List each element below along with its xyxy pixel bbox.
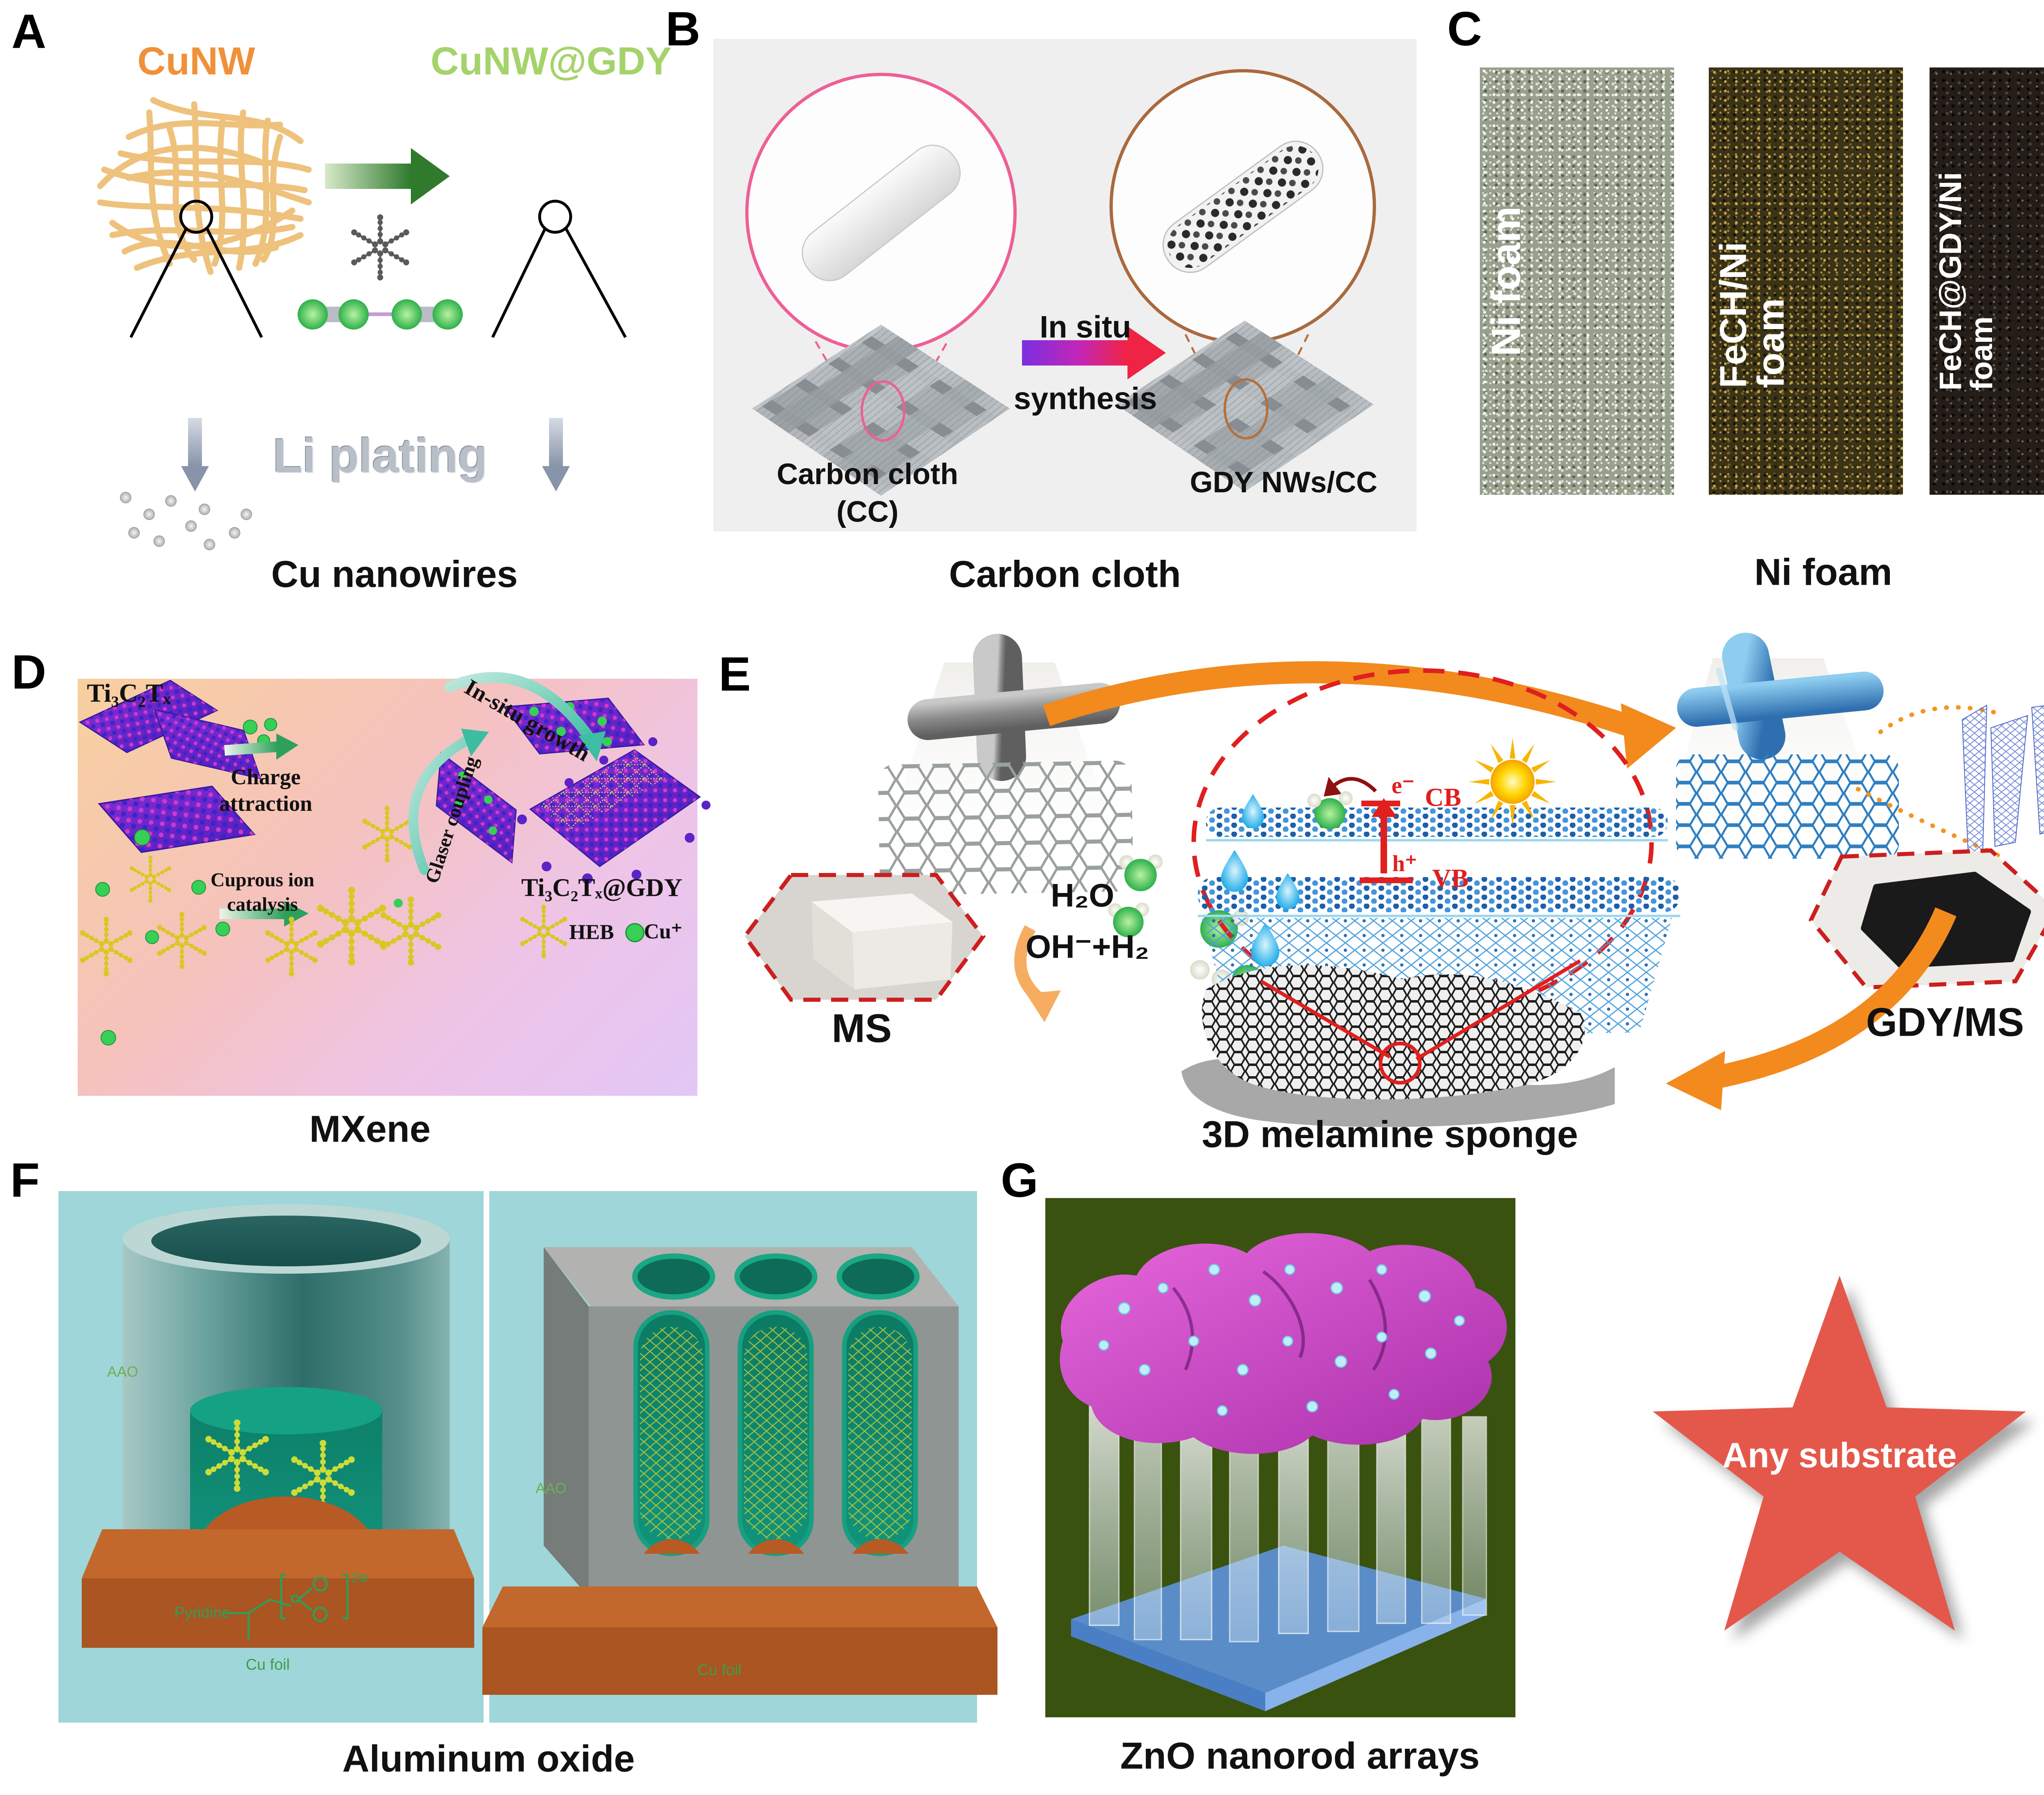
cuprous-ion-label-1: Cuprous ion xyxy=(211,869,314,891)
carbon-cloth-cc-label-2: (CC) xyxy=(836,496,899,528)
hole-label: h⁺ xyxy=(1392,851,1417,877)
sun-icon xyxy=(1469,738,1556,826)
panel-a-letter: A xyxy=(11,4,47,58)
cu-foil-label-left: Cu foil xyxy=(246,1656,290,1674)
panel-d-letter: D xyxy=(11,645,47,699)
gdy-ms-label: GDY/MS xyxy=(1866,999,2024,1045)
panel-a-caption: Cu nanowires xyxy=(271,553,518,595)
cunw-label: CuNW xyxy=(137,39,255,83)
panel-e-letter: E xyxy=(719,647,751,701)
ms-label: MS xyxy=(831,1005,892,1051)
li-plating-label: Li plating xyxy=(273,429,488,483)
cb-label: CB xyxy=(1425,783,1461,812)
ni-foam-strip-label: Ni foam xyxy=(1483,206,1529,356)
gdy-nws-cc-label: GDY NWs/CC xyxy=(1190,466,1378,499)
ti3c2tx-gdy-label: Ti₃C₂Tₓ@GDY xyxy=(521,874,682,902)
charge-attraction-label-2: attraction xyxy=(219,791,312,816)
ni-foam-photo: Ni foam xyxy=(1480,67,1674,495)
charge-attraction-label-1: Charge xyxy=(231,765,301,789)
aluminum-oxide-artwork xyxy=(58,1191,997,1723)
panel-c-caption: Ni foam xyxy=(1754,551,1892,593)
mxene-artwork xyxy=(75,672,710,1046)
cu-nanowires-artwork: .ballL .w1{stroke:#eec27c}.ballL .w2{str… xyxy=(0,0,666,555)
cu-plus-legend-label: Cu⁺ xyxy=(644,920,682,943)
gdy-nanowalls xyxy=(1961,705,2044,859)
cunw-gdy-label: CuNW@GDY xyxy=(430,39,672,83)
in-situ-label: In situ xyxy=(1040,310,1131,345)
panel-b-letter: B xyxy=(666,2,701,56)
cu-foil-label-right: Cu foil xyxy=(697,1661,742,1679)
carbon-cloth-artwork xyxy=(654,39,1455,597)
fech-ni-foam-photo: FeCH/Ni foam xyxy=(1709,67,1903,495)
carbon-cloth-cc-label-1: Carbon cloth xyxy=(777,458,958,491)
fech-gdy-ni-foam-strip-label: FeCH@GDY/Ni foam xyxy=(1933,172,1999,390)
aao-label-left: AAO xyxy=(107,1363,139,1380)
panel-g-caption: ZnO nanorod arrays xyxy=(1120,1735,1480,1777)
fech-gdy-ni-foam-photo: FeCH@GDY/Ni foam xyxy=(1930,67,2044,495)
panel-f-caption: Aluminum oxide xyxy=(342,1738,635,1780)
vb-label: VB xyxy=(1432,864,1469,893)
pyridine-label: Pyridine xyxy=(174,1604,231,1622)
aao-label-right: AAO xyxy=(535,1480,567,1497)
panel-d-caption: MXene xyxy=(309,1108,431,1150)
ti3c2tx-label: Ti₃C₂Tₓ xyxy=(87,678,171,707)
panel-c-letter: C xyxy=(1447,2,1482,56)
panel-e-caption: 3D melamine sponge xyxy=(1201,1113,1578,1156)
fech-ni-foam-strip-label: FeCH/Ni foam xyxy=(1712,241,1792,388)
electron-label: e⁻ xyxy=(1391,772,1415,799)
h2o-label: H₂O xyxy=(1051,877,1114,913)
complex-charge-label: 2⊕ xyxy=(351,1571,368,1585)
heb-legend-label: HEB xyxy=(569,920,614,944)
melamine-sponge-artwork xyxy=(742,633,2044,1127)
any-substrate-star xyxy=(1653,1276,2026,1631)
zno-nanorod-artwork xyxy=(1045,1198,1515,1717)
any-substrate-label: Any substrate xyxy=(1722,1436,1957,1475)
panel-b-caption: Carbon cloth xyxy=(949,553,1181,595)
synthesis-label: synthesis xyxy=(1013,381,1157,416)
oh-h2-label: OH⁻+H₂ xyxy=(1025,928,1150,965)
cuprous-ion-label-2: catalysis xyxy=(227,893,298,915)
panel-f-letter: F xyxy=(10,1153,40,1207)
panel-g-letter: G xyxy=(1001,1153,1038,1207)
